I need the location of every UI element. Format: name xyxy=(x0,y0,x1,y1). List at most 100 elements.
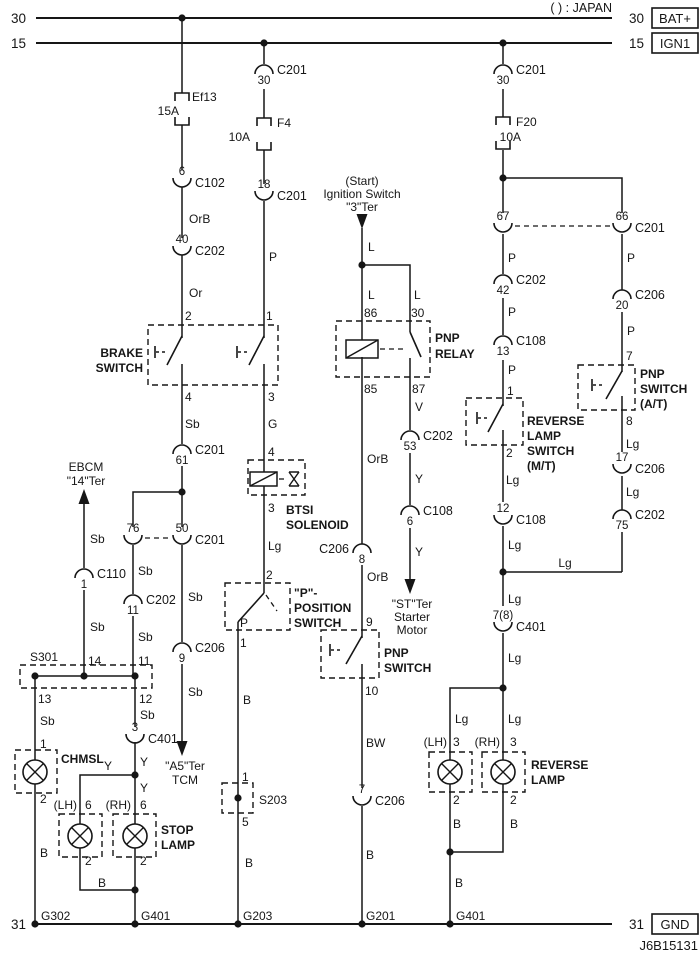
s203-splice-box xyxy=(221,782,254,814)
stop-lamp-rh-box xyxy=(112,813,157,858)
label-2: 2 xyxy=(510,793,517,807)
label-87: 87 xyxy=(412,382,426,396)
label-15: 15 xyxy=(11,36,26,51)
label-p: P xyxy=(627,251,635,265)
btsi-solenoid-coil-diagonal xyxy=(249,471,278,487)
label-v: V xyxy=(415,400,423,414)
pnp-switch-at-box xyxy=(577,364,636,411)
label-sb: Sb xyxy=(40,714,55,728)
label-1: 1 xyxy=(507,384,514,398)
label-ignition-switch: Ignition Switch xyxy=(323,187,400,201)
connector-c201-61-icon xyxy=(172,444,192,455)
label-switch: SWITCH xyxy=(294,616,341,630)
label-sb: Sb xyxy=(138,630,153,644)
ign1-terminal-box-label: IGN1 xyxy=(660,36,690,51)
label-chmsl: CHMSL xyxy=(61,752,104,766)
label-7: 7 xyxy=(626,349,633,363)
junction-dot xyxy=(131,920,139,928)
label-g201: G201 xyxy=(366,909,396,923)
label-bw: BW xyxy=(366,736,386,750)
label-3: 3 xyxy=(510,735,517,749)
p-position-switch-box xyxy=(224,582,291,631)
label-30: 30 xyxy=(411,306,425,320)
label--a-t-: (A/T) xyxy=(640,397,667,411)
junction-dot xyxy=(234,794,242,802)
ppos-alt-blade xyxy=(265,594,278,612)
connector-c110-1-pin: 1 xyxy=(81,579,87,591)
connector-c201-30-left-icon xyxy=(254,64,274,75)
btsi-solenoid-coil xyxy=(249,471,278,487)
pnp-relay-box xyxy=(335,320,431,378)
label-y: Y xyxy=(140,781,148,795)
label-3: 3 xyxy=(453,735,460,749)
label-2: 2 xyxy=(185,309,192,323)
junction-dot xyxy=(131,672,139,680)
label--3-ter: "3"Ter xyxy=(346,200,378,214)
connector-c202-40-pin: 40 xyxy=(176,234,189,246)
label-sb: Sb xyxy=(140,708,155,722)
label-10a: 10A xyxy=(500,130,521,144)
connector-c201-50-label: C201 xyxy=(195,533,225,547)
label-s301: S301 xyxy=(30,650,58,664)
at-switch-blade xyxy=(605,370,623,400)
connector-c201-30-right-pin: 30 xyxy=(497,75,510,87)
label-lg: Lg xyxy=(508,712,521,726)
junction-dot xyxy=(358,261,366,269)
connector-c108-6-pin: 6 xyxy=(407,516,413,528)
connector-c201-76-icon xyxy=(123,534,143,545)
tcm-arrow xyxy=(176,741,188,756)
junction-dot xyxy=(499,39,507,47)
label-b: B xyxy=(366,848,374,862)
connector-c202-11-label: C202 xyxy=(146,593,176,607)
connector-c201-76-pin: 76 xyxy=(127,523,140,535)
ign1-terminal-box xyxy=(651,32,699,54)
connector-c110-1-icon xyxy=(74,568,94,579)
connector-c108-12-pin: 12 xyxy=(497,503,510,515)
connector-c202-75-label: C202 xyxy=(635,508,665,522)
label--japan: ( ) : JAPAN xyxy=(550,1,612,15)
label-orb: OrB xyxy=(367,452,388,466)
label-lg: Lg xyxy=(626,437,639,451)
label--rh-: (RH) xyxy=(106,798,131,812)
label-lamp: LAMP xyxy=(531,773,565,787)
wire-rh-reverse-ground xyxy=(450,784,504,853)
label-reverse: REVERSE xyxy=(527,414,584,428)
connector-c401-78-icon xyxy=(493,621,513,632)
reverse-lamp-lh-filament xyxy=(441,763,459,781)
fuse-f4-icon xyxy=(256,117,272,151)
label--m-t-: (M/T) xyxy=(527,459,556,473)
connector-c102-6-label: C102 xyxy=(195,176,225,190)
label-f4: F4 xyxy=(277,116,291,130)
connector-c201-30-right-icon xyxy=(493,64,513,75)
label-b: B xyxy=(510,817,518,831)
label-10: 10 xyxy=(365,684,379,698)
connector-c201-30-left-pin: 30 xyxy=(258,75,271,87)
junction-dot xyxy=(178,488,186,496)
label-p: P xyxy=(508,363,516,377)
connector-c206-7-pin: 7 xyxy=(359,784,365,796)
wire-branch-to-pin76 xyxy=(132,491,182,527)
label-b: B xyxy=(245,856,253,870)
label-4: 4 xyxy=(185,390,192,404)
label-85: 85 xyxy=(364,382,378,396)
connector-c206-20-label: C206 xyxy=(635,288,665,302)
connector-c108-13-icon xyxy=(493,335,513,346)
connector-c201-18-label: C201 xyxy=(277,189,307,203)
chmsl-box xyxy=(14,749,58,794)
connector-c401-3-pin: 3 xyxy=(132,722,138,734)
bat-terminal-box xyxy=(651,7,699,29)
label-l: L xyxy=(414,288,421,302)
label-2: 2 xyxy=(140,854,147,868)
label-g203: G203 xyxy=(243,909,273,923)
connector-c401-78-pin: 7(8) xyxy=(493,610,514,622)
label--lh-: (LH) xyxy=(424,735,447,749)
connector-c108-12-icon xyxy=(493,514,513,525)
label-motor: Motor xyxy=(397,623,428,637)
junction-dot xyxy=(178,14,186,22)
label-y: Y xyxy=(415,545,423,559)
label-lg: Lg xyxy=(508,592,521,606)
bat-terminal-box-label: BAT+ xyxy=(659,11,691,26)
label-11: 11 xyxy=(138,654,151,668)
label-starter: Starter xyxy=(394,610,430,624)
label-position: POSITION xyxy=(294,601,351,615)
